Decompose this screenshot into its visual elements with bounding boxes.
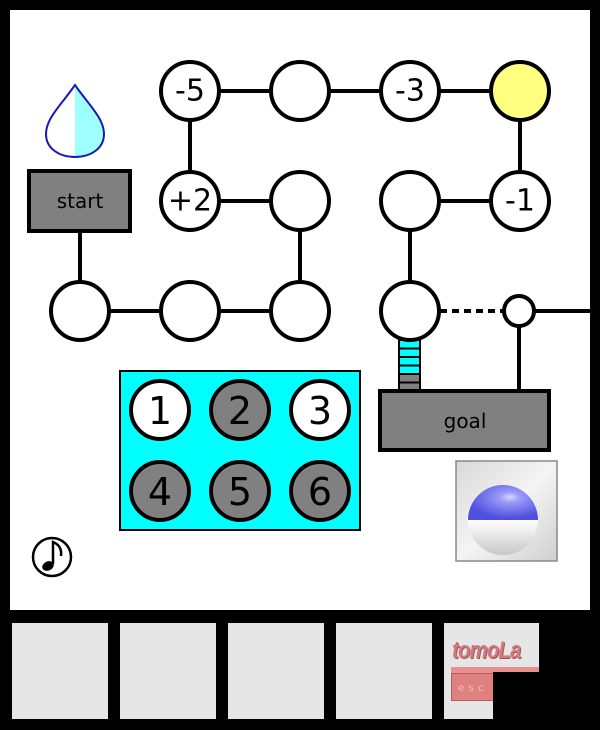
dial-button-label: 1 — [148, 389, 172, 433]
dial-button-1[interactable]: 1 — [129, 379, 191, 441]
drop-outline — [44, 83, 106, 159]
gauge-segment — [400, 349, 419, 356]
inventory-slot-4[interactable] — [336, 623, 432, 719]
dial-button-label: 6 — [308, 470, 332, 514]
node-r1c4-current[interactable] — [489, 60, 551, 122]
dial-pad: 1 2 3 4 5 6 — [119, 370, 361, 531]
dial-button-label: 5 — [228, 470, 252, 514]
node-r2c2[interactable] — [269, 170, 331, 232]
node-r3c1[interactable] — [159, 280, 221, 342]
music-note-icon[interactable] — [31, 536, 73, 578]
node-r3c3[interactable] — [379, 280, 441, 342]
goal-box[interactable]: goal — [378, 389, 551, 452]
logo-mask — [493, 672, 588, 719]
node-value: +2 — [168, 184, 212, 219]
logo-plate: ｅｓｃ — [451, 673, 495, 701]
water-gauge — [398, 338, 421, 391]
dial-button-5[interactable]: 5 — [209, 460, 271, 522]
inventory-slot-2[interactable] — [120, 623, 216, 719]
dial-button-6[interactable]: 6 — [289, 460, 351, 522]
gauge-segment — [400, 375, 419, 382]
node-r3c0[interactable] — [49, 280, 111, 342]
node-value: -5 — [175, 74, 205, 109]
dial-button-label: 2 — [228, 389, 252, 433]
node-value: -1 — [505, 184, 535, 219]
dial-button-circle — [209, 379, 271, 441]
node-r1c3[interactable]: -3 — [379, 60, 441, 122]
start-label: start — [57, 189, 104, 213]
inventory-slot-1[interactable] — [12, 623, 108, 719]
dial-button-3[interactable]: 3 — [289, 379, 351, 441]
dial-button-circle — [209, 460, 271, 522]
dial-button-2[interactable]: 2 — [209, 379, 271, 441]
node-r2c3[interactable] — [379, 170, 441, 232]
logo-subtitle: ｅｓｃ — [456, 683, 486, 694]
dial-button-circle — [129, 460, 191, 522]
dial-button-circle — [289, 460, 351, 522]
logo-title: tomoLa — [452, 637, 521, 664]
node-r1c2[interactable] — [269, 60, 331, 122]
node-value: -3 — [395, 74, 425, 109]
dial-button-4[interactable]: 4 — [129, 460, 191, 522]
blue-ball-icon[interactable] — [455, 460, 558, 562]
gauge-segment — [400, 341, 419, 348]
node-r2c1[interactable]: +2 — [159, 170, 221, 232]
tomola-logo-button[interactable]: tomoLa ｅｓｃ — [444, 623, 588, 719]
dial-button-circle — [289, 379, 351, 441]
dial-button-label: 3 — [308, 389, 332, 433]
goal-label: goal — [444, 409, 487, 433]
junction-node[interactable] — [502, 294, 536, 328]
gauge-segment — [400, 383, 419, 390]
node-r2c4[interactable]: -1 — [489, 170, 551, 232]
node-r1c1[interactable]: -5 — [159, 60, 221, 122]
gauge-segment — [400, 358, 419, 365]
gauge-segment — [400, 366, 419, 373]
node-r3c2[interactable] — [269, 280, 331, 342]
dial-button-circle — [129, 379, 191, 441]
dial-button-label: 4 — [148, 470, 172, 514]
start-box: start — [27, 169, 132, 233]
inventory-slot-3[interactable] — [228, 623, 324, 719]
